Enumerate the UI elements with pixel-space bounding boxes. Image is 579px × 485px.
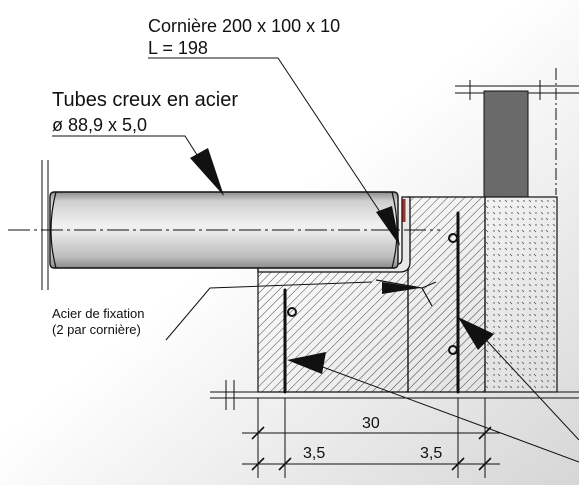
tubes-title-label: Tubes creux en acier [52, 89, 238, 111]
rebars [283, 211, 460, 394]
tubes-size-label: ø 88,9 x 5,0 [52, 115, 147, 135]
dimension-lines [242, 398, 500, 478]
dimension-left-cover: 3,5 [303, 445, 325, 462]
angle-length-label: L = 198 [148, 38, 208, 58]
fixation-note-label: (2 par cornière) [52, 322, 141, 337]
rebar-bars-round [287, 233, 458, 355]
steel-post [483, 90, 529, 198]
concrete-hatched-upper [407, 196, 486, 393]
fixation-anchor [375, 279, 437, 307]
dimension-overall: 30 [362, 415, 380, 432]
tube-end-marks [41, 160, 49, 290]
bottom-lines [210, 380, 579, 410]
dimension-right-cover: 3,5 [420, 445, 442, 462]
insulation-block [484, 196, 558, 393]
angle-title-label: Cornière 200 x 100 x 10 [148, 16, 340, 36]
fixation-title-label: Acier de fixation [52, 306, 145, 321]
leader-arrowheads [190, 148, 494, 374]
